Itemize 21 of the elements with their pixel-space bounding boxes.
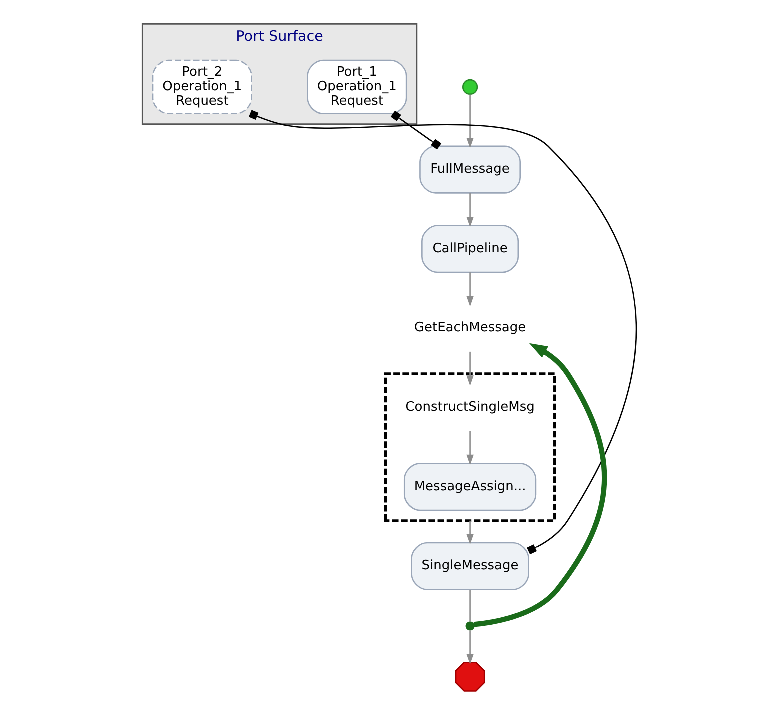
arrow — [466, 520, 474, 545]
node-circle — [465, 622, 474, 631]
node-box: Port_1 Operation_1 Request — [306, 60, 407, 115]
node-box: SingleMessage — [410, 542, 529, 590]
node-box: Port_2 Operation_1 Request — [152, 60, 252, 115]
arrow — [466, 431, 474, 466]
node-octagon — [454, 662, 485, 692]
node-box: CallPipeline — [421, 225, 519, 274]
node-text: GetEachMessage — [414, 320, 526, 336]
node-box: MessageAssign... — [403, 463, 536, 512]
arrow — [466, 193, 474, 228]
connector — [469, 590, 470, 622]
arrow — [466, 630, 474, 665]
node-box: FullMessage — [419, 146, 520, 194]
arrow — [466, 94, 474, 148]
arrow — [473, 343, 606, 628]
connector — [248, 110, 636, 555]
arrow — [466, 272, 474, 307]
connector — [390, 110, 442, 150]
arrow — [466, 352, 474, 386]
node-circle — [462, 79, 478, 96]
